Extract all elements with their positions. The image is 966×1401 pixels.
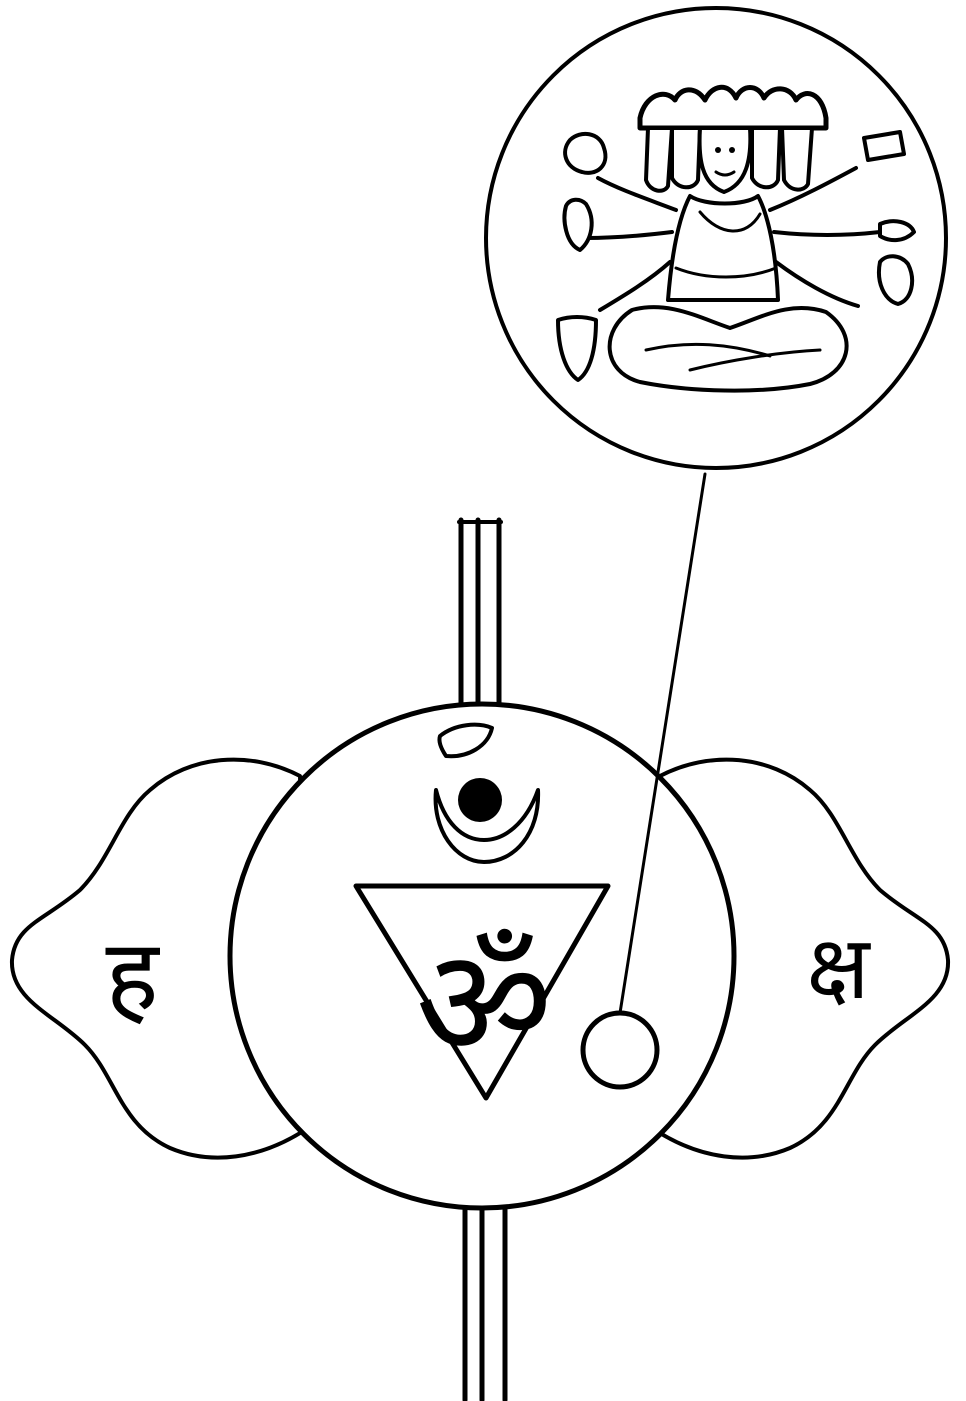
sushumna-channel-bottom <box>465 1206 505 1400</box>
right-petal-letter: क्ष <box>806 916 871 1019</box>
lingam-circle-icon <box>583 1013 657 1087</box>
bija-mantra: ॐ <box>416 917 553 1091</box>
sushumna-channel-top <box>459 520 501 712</box>
left-petal-letter: ह <box>105 917 160 1034</box>
